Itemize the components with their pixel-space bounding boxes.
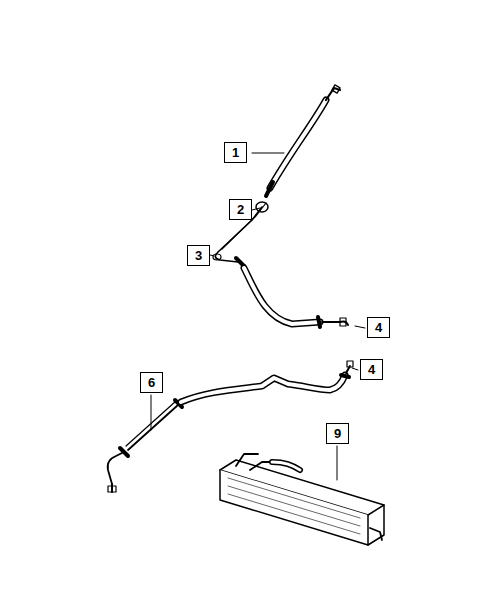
hose-outline — [270, 100, 326, 188]
callout-box: 1 — [224, 142, 247, 163]
callout-number: 9 — [334, 427, 341, 440]
fitting — [322, 321, 348, 325]
callout-box: 4 — [360, 359, 383, 380]
callout-number: 2 — [237, 203, 244, 216]
hose-inner — [181, 375, 345, 402]
crimp — [341, 375, 349, 377]
leader-line — [252, 208, 260, 210]
leader-line — [337, 446, 338, 480]
callout-number: 4 — [368, 363, 375, 376]
leader-line — [355, 326, 365, 328]
cooler-body — [368, 505, 384, 545]
hose-inner — [270, 100, 326, 188]
callout-box: 2 — [229, 199, 252, 220]
cooler-pipe — [236, 454, 258, 466]
hose-outline — [244, 268, 320, 324]
leader-line — [151, 395, 152, 430]
hose-outline — [181, 375, 345, 402]
callout-number: 1 — [232, 146, 239, 159]
fitting-nut — [340, 318, 346, 326]
cooler-pipe — [250, 462, 272, 470]
tube-bracket — [213, 254, 221, 260]
callout-number: 6 — [148, 376, 155, 389]
crimp — [266, 182, 273, 196]
callout-number: 4 — [375, 321, 382, 334]
cooler-pipe — [370, 528, 382, 540]
callout-box: 6 — [140, 372, 163, 393]
callout-number: 3 — [195, 249, 202, 262]
callout-box: 4 — [367, 317, 390, 338]
hose-inner — [244, 268, 320, 324]
tube — [128, 405, 178, 450]
leader-line — [210, 255, 214, 256]
callout-box: 9 — [326, 423, 349, 444]
hose-outline — [272, 462, 300, 470]
crimp — [120, 448, 128, 456]
tube — [108, 452, 124, 484]
fitting-nut — [108, 486, 116, 492]
cooler-fins — [228, 478, 360, 534]
cooler-body — [220, 470, 368, 545]
fitting-nut — [347, 361, 353, 367]
leader-line — [252, 153, 284, 154]
leader-line — [352, 368, 358, 370]
crimp — [318, 317, 320, 327]
fitting-nut — [332, 85, 340, 93]
hose-inner — [272, 462, 300, 470]
fitting — [326, 88, 340, 100]
callout-box: 3 — [187, 245, 210, 266]
fitting — [111, 484, 113, 492]
